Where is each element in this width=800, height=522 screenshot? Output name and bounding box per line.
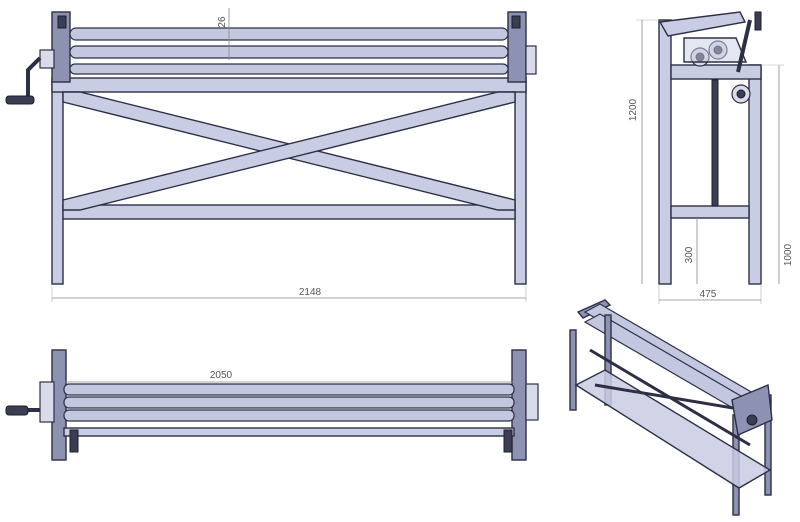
top-gear-housing: [39, 381, 55, 423]
front-middle-roll: [69, 45, 509, 59]
top-right-clamp: [503, 429, 513, 453]
front-left-side-plate: [51, 11, 71, 83]
front-top-rail: [51, 77, 527, 93]
front-right-bearing: [511, 15, 521, 29]
side-lower-bar: [670, 205, 750, 219]
front-top-roll: [69, 27, 509, 41]
top-roll-1: [63, 383, 515, 396]
top-left-clamp: [69, 429, 79, 453]
front-right-gear: [525, 45, 537, 75]
side-roll-bracket: [683, 37, 748, 63]
side-view: 1200 1000 300 475: [628, 11, 794, 304]
top-view: 2050: [5, 349, 539, 461]
front-gear-housing: [39, 49, 55, 69]
isometric-view: [569, 299, 773, 516]
side-rear-leg: [748, 64, 762, 285]
top-crank-handle-icon: [5, 405, 40, 416]
iso-brace-b: [594, 383, 746, 412]
front-left-bearing: [57, 15, 67, 29]
front-right-leg: [514, 81, 527, 285]
top-frame-rail: [63, 427, 515, 437]
top-right-gear: [525, 383, 539, 421]
front-left-leg: [51, 81, 64, 285]
iso-leg-1: [569, 329, 577, 411]
front-brace-b: [62, 91, 516, 211]
dim-label-overall-width: 2148: [299, 287, 322, 298]
side-top-bar: [670, 64, 762, 80]
side-adjust-rod: [711, 79, 719, 207]
top-roll-3: [63, 409, 515, 422]
side-handle-icon: [736, 19, 752, 73]
dim-label-roll-length: 2050: [210, 370, 233, 381]
front-bottom-roll: [69, 63, 509, 75]
iso-crank-icon: [746, 414, 758, 426]
front-view: 26 2148: [5, 8, 537, 302]
dim-label-depth: 475: [700, 289, 717, 300]
dim-label-lower-bar: 300: [684, 246, 695, 263]
dim-label-roll-gap: 26: [217, 16, 228, 28]
side-front-leg: [658, 19, 672, 285]
dim-label-table-height: 1000: [783, 243, 794, 266]
front-bottom-bar: [62, 204, 516, 220]
top-roll-2: [63, 396, 515, 409]
iso-lower-frame: [574, 369, 772, 489]
side-lever-arm: [658, 11, 747, 37]
front-crank-handle-icon: [5, 56, 42, 105]
iso-right-head: [731, 383, 773, 437]
dim-label-total-height: 1200: [628, 98, 639, 121]
